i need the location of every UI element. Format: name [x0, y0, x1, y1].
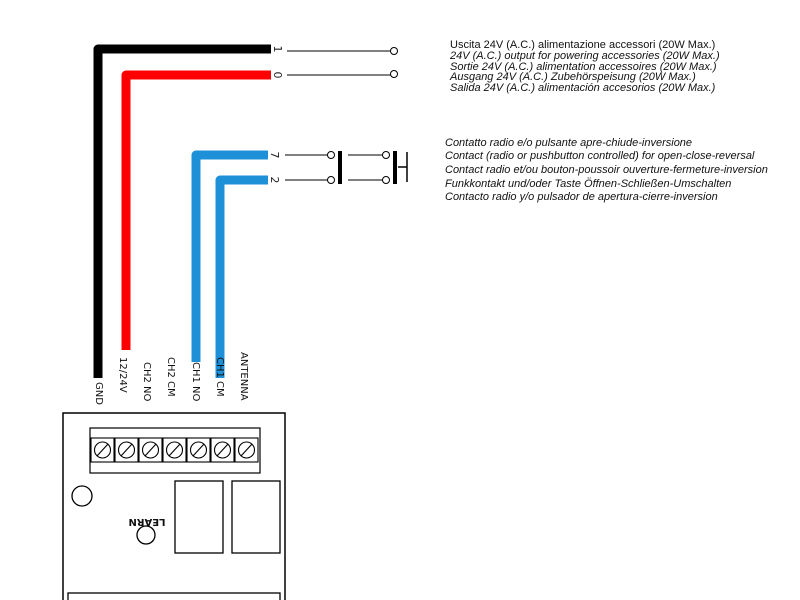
accessory-line-it: Uscita 24V (A.C.) alimentazione accessor… — [450, 39, 715, 51]
terminal-label-ch2-no: CH2 NO — [141, 362, 152, 402]
led-indicator — [71, 485, 93, 507]
pin-label-1: 1 — [271, 46, 284, 53]
gnd-wire — [93, 44, 271, 378]
terminal-labels: GND 12/24V CH2 NO CH2 CM CH1 NO CH1 CM A… — [93, 352, 249, 405]
radio-contact-description: Contatto radio e/o pulsante apre-chiude-… — [445, 137, 768, 203]
accessory-output-leads — [287, 47, 398, 78]
accessory-line-es: Salida 24V (A.C.) alimentación accesorio… — [450, 82, 716, 94]
pin-label-2: 2 — [268, 177, 281, 184]
board-lower-component — [67, 592, 281, 600]
radio-line-en: Contact (radio or pushbutton controlled)… — [445, 150, 755, 162]
terminal-screw — [114, 437, 139, 463]
relay-ch2 — [174, 480, 224, 554]
ch1-cm-wire — [215, 175, 268, 378]
terminal-label-supply: 12/24V — [117, 357, 128, 393]
learn-button — [136, 525, 156, 545]
terminal-block — [90, 437, 259, 463]
terminal-label-ch2-cm: CH2 CM — [165, 357, 176, 397]
receiver-board: LEARN — [62, 412, 286, 600]
radio-line-de: Funkkontakt und/oder Taste Öffnen-Schlie… — [445, 178, 731, 190]
terminal-label-ch1-cm: CH1 CM — [214, 357, 225, 397]
accessory-line-de: Ausgang 24V (A.C.) Zubehörspeisung (20W … — [449, 71, 696, 83]
terminal-label-ch1-no: CH1 NO — [190, 362, 201, 402]
terminal-screw — [138, 437, 163, 463]
pin-label-7: 7 — [268, 152, 281, 159]
terminal-screw — [234, 437, 259, 463]
pushbutton-contact — [285, 151, 408, 184]
pin-label-0: 0 — [271, 72, 284, 79]
terminal-screw — [162, 437, 187, 463]
terminal-screw — [210, 437, 235, 463]
terminal-label-antenna: ANTENNA — [238, 352, 249, 401]
ch1-no-wire — [191, 150, 268, 362]
accessory-output-description: Uscita 24V (A.C.) alimentazione accessor… — [449, 39, 720, 94]
radio-line-fr: Contact radio et/ou bouton-poussoir ouve… — [445, 164, 768, 176]
terminal-label-gnd: GND — [93, 382, 104, 405]
terminal-screw — [186, 437, 211, 463]
supply-wire — [121, 70, 271, 350]
accessory-line-fr: Sortie 24V (A.C.) alimentation accessoir… — [450, 61, 717, 73]
accessory-line-en: 24V (A.C.) output for powering accessori… — [449, 50, 720, 62]
radio-line-it: Contatto radio e/o pulsante apre-chiude-… — [445, 137, 692, 149]
terminal-screw — [90, 437, 115, 463]
learn-label: LEARN — [128, 516, 165, 527]
radio-line-es: Contacto radio y/o pulsador de apertura-… — [445, 191, 718, 203]
relay-ch1 — [231, 480, 281, 554]
